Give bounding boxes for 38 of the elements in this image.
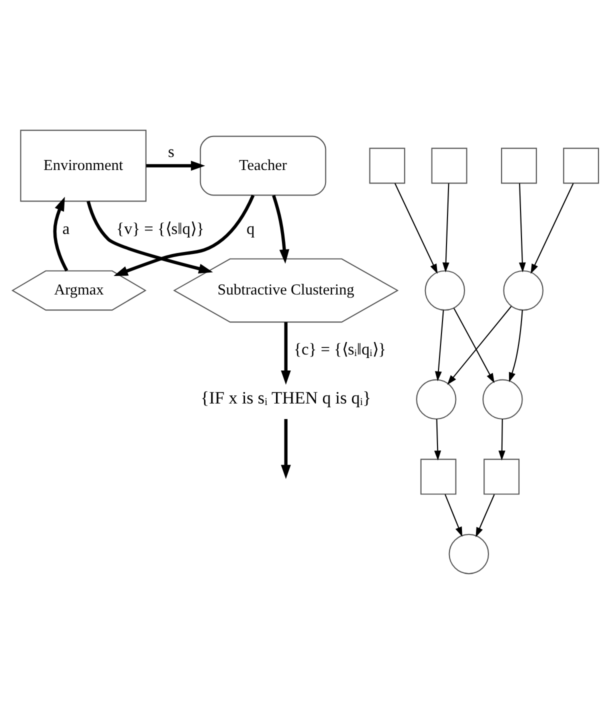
- node-circle: [482, 379, 523, 420]
- node-text: {IF x is sᵢ THEN q is qᵢ}: [200, 388, 372, 408]
- arrow: [518, 183, 526, 272]
- arrow: [498, 419, 506, 460]
- node-box: [501, 148, 537, 184]
- node-box: [369, 148, 406, 184]
- arrow: [394, 183, 438, 274]
- edge-label: a: [62, 218, 70, 238]
- node-circle: [448, 534, 490, 574]
- node-box: [431, 148, 468, 184]
- arrow: [434, 419, 442, 460]
- arrow: [508, 310, 523, 382]
- arrow: [146, 160, 206, 171]
- node-circle: [424, 270, 466, 311]
- edge-label: {c} = {⟨sᵢ‖qᵢ⟩}: [294, 340, 386, 359]
- arrow: [280, 322, 291, 385]
- node-box: Teacher: [200, 136, 326, 196]
- node-box: Environment: [20, 130, 146, 202]
- arrow: [114, 194, 255, 276]
- edge-label: s: [168, 142, 174, 162]
- node-circle: [416, 379, 456, 420]
- arrow: [53, 196, 68, 272]
- arrow: [272, 194, 290, 264]
- node-box: [563, 148, 600, 184]
- arrow: [476, 494, 495, 538]
- edge-label: {v} = {⟨s‖q⟩}: [116, 218, 204, 238]
- arrow: [444, 494, 462, 537]
- arrow: [453, 308, 494, 384]
- arrow: [447, 306, 512, 385]
- arrow: [86, 200, 213, 274]
- node-box: [484, 458, 520, 495]
- arrow: [442, 183, 450, 272]
- node-circle: [503, 270, 544, 311]
- arrow: [434, 310, 444, 382]
- node-box: [420, 458, 456, 495]
- arrow: [530, 183, 574, 274]
- edge-label: q: [246, 218, 255, 238]
- arrow: [280, 419, 291, 480]
